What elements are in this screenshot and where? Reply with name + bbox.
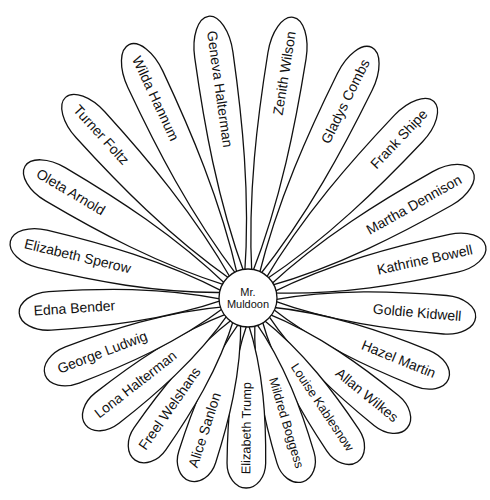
center-circle: Mr. Muldoon <box>218 268 278 328</box>
teacher-name: Mr. Muldoon <box>222 286 274 310</box>
student-name: Elizabeth Trump <box>239 382 254 474</box>
